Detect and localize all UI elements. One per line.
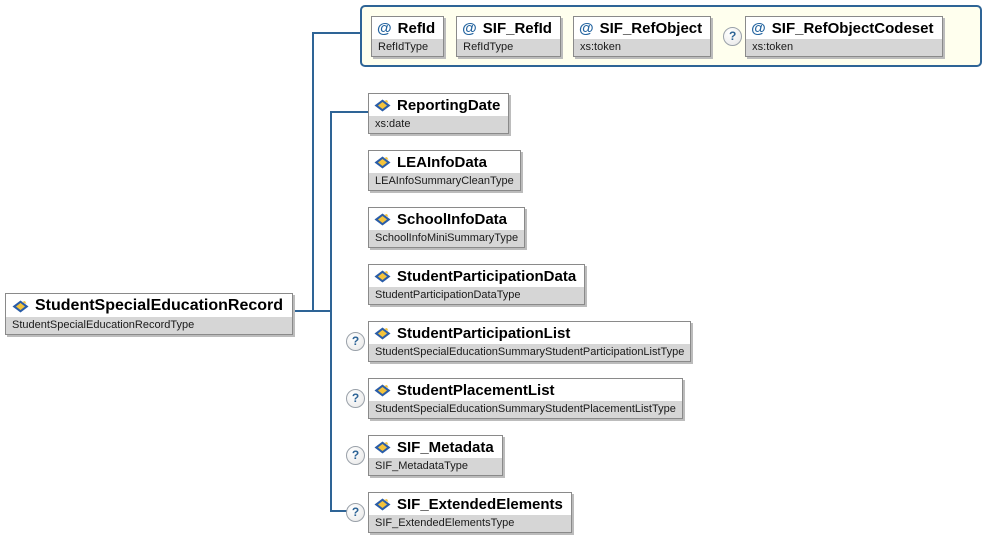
element-node[interactable]: ? SIF_ExtendedElements SIF_ExtendedEleme…: [346, 492, 572, 533]
attribute-group-container: @ RefId RefIdType @ SIF_RefId RefIdType …: [360, 5, 982, 67]
element-icon: [374, 384, 391, 397]
element-box[interactable]: ReportingDate xs:date: [368, 93, 510, 134]
element-name: StudentSpecialEducationRecord: [35, 297, 284, 314]
element-node[interactable]: ? SIF_Metadata SIF_MetadataType: [346, 435, 503, 476]
element-node[interactable]: ? StudentParticipationList StudentSpecia…: [346, 321, 692, 362]
attribute-item: @ SIF_RefId RefIdType: [456, 16, 561, 57]
element-icon: [374, 270, 391, 283]
element-node[interactable]: ReportingDate xs:date: [368, 93, 510, 134]
element-node[interactable]: SchoolInfoData SchoolInfoMiniSummaryType: [368, 207, 526, 248]
attribute-box[interactable]: @ SIF_RefObject xs:token: [572, 16, 712, 57]
attribute-box[interactable]: @ SIF_RefObjectCodeset xs:token: [745, 16, 943, 57]
element-type: xs:date: [369, 116, 509, 133]
element-name: ReportingDate: [397, 97, 501, 114]
element-name: SchoolInfoData: [397, 211, 508, 228]
element-name: SIF_ExtendedElements: [397, 496, 563, 513]
attribute-item: @ SIF_RefObject xs:token: [572, 16, 712, 57]
element-type: SchoolInfoMiniSummaryType: [369, 230, 525, 247]
element-name: StudentParticipationData: [397, 268, 577, 285]
element-icon: [374, 498, 391, 511]
element-type: SIF_ExtendedElementsType: [369, 515, 571, 532]
attribute-box[interactable]: @ SIF_RefId RefIdType: [456, 16, 561, 57]
attribute-type: xs:token: [573, 39, 711, 56]
element-icon: [374, 99, 391, 112]
element-name: StudentParticipationList: [397, 325, 571, 342]
element-node[interactable]: StudentParticipationData StudentParticip…: [368, 264, 586, 305]
schema-root-node[interactable]: StudentSpecialEducationRecord StudentSpe…: [5, 293, 294, 335]
attribute-name: RefId: [397, 20, 436, 37]
attribute-name: SIF_RefObjectCodeset: [771, 20, 934, 37]
attribute-box[interactable]: @ RefId RefIdType: [371, 16, 445, 57]
element-type: LEAInfoSummaryCleanType: [369, 173, 520, 190]
element-box[interactable]: StudentPlacementList StudentSpecialEduca…: [368, 378, 683, 419]
element-name: SIF_Metadata: [397, 439, 494, 456]
attribute-name: SIF_RefObject: [599, 20, 703, 37]
element-icon: [374, 441, 391, 454]
element-icon: [374, 327, 391, 340]
element-box[interactable]: StudentSpecialEducationRecord StudentSpe…: [5, 293, 294, 335]
element-name: LEAInfoData: [397, 154, 487, 171]
attribute-type: xs:token: [746, 39, 942, 56]
element-type: SIF_MetadataType: [369, 458, 502, 475]
element-icon: [374, 156, 391, 169]
optional-marker: ?: [346, 388, 365, 408]
element-icon: [374, 213, 391, 226]
attribute-item: ? @ SIF_RefObjectCodeset xs:token: [723, 16, 943, 57]
element-type: StudentParticipationDataType: [369, 287, 585, 304]
element-type: StudentSpecialEducationSummaryStudentPla…: [369, 401, 682, 418]
attribute-name: SIF_RefId: [482, 20, 552, 37]
optional-marker: ?: [346, 331, 365, 351]
optional-marker: ?: [346, 445, 365, 465]
element-node[interactable]: ? StudentPlacementList StudentSpecialEdu…: [346, 378, 683, 419]
attribute-type: RefIdType: [457, 39, 560, 56]
element-box[interactable]: SIF_ExtendedElements SIF_ExtendedElement…: [368, 492, 572, 533]
element-box[interactable]: StudentParticipationList StudentSpecialE…: [368, 321, 692, 362]
attribute-item: @ RefId RefIdType: [371, 16, 445, 57]
element-box[interactable]: SIF_Metadata SIF_MetadataType: [368, 435, 503, 476]
element-box[interactable]: StudentParticipationData StudentParticip…: [368, 264, 586, 305]
element-box[interactable]: SchoolInfoData SchoolInfoMiniSummaryType: [368, 207, 526, 248]
attribute-marker: @: [462, 20, 477, 37]
element-type: StudentSpecialEducationRecordType: [6, 317, 293, 334]
element-node[interactable]: LEAInfoData LEAInfoSummaryCleanType: [368, 150, 521, 191]
element-icon: [12, 300, 29, 312]
attribute-type: RefIdType: [372, 39, 444, 56]
element-box[interactable]: LEAInfoData LEAInfoSummaryCleanType: [368, 150, 521, 191]
optional-marker: ?: [346, 502, 365, 522]
attribute-marker: @: [751, 20, 766, 37]
element-name: StudentPlacementList: [397, 382, 555, 399]
optional-marker: ?: [723, 27, 743, 46]
attribute-marker: @: [377, 20, 392, 37]
element-type: StudentSpecialEducationSummaryStudentPar…: [369, 344, 691, 361]
attribute-marker: @: [578, 20, 594, 37]
